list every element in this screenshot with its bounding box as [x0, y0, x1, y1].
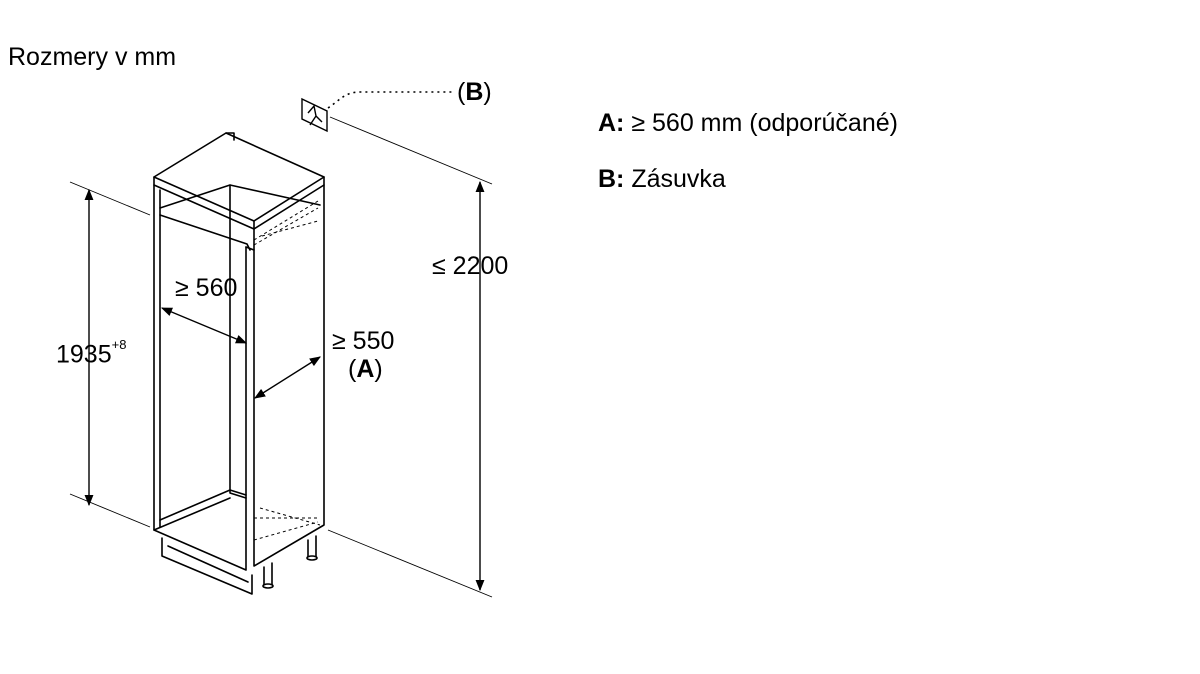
- height-niche-tolerance: +8: [111, 337, 127, 352]
- depth-side-ref-letter: A: [356, 355, 375, 383]
- height-niche-value: 1935: [56, 340, 112, 369]
- height-total-label: ≤ 2200: [432, 252, 509, 280]
- depth-niche-dim: [160, 307, 248, 344]
- cabinet-foot-back: [307, 535, 317, 558]
- depth-niche-label: ≥ 560: [175, 274, 238, 302]
- cabinet-foot-front: [263, 562, 273, 586]
- depth-side-ref: (A): [348, 355, 383, 383]
- legend-text-b: Zásuvka: [631, 165, 726, 193]
- height-niche-label: 1935+8: [56, 338, 126, 369]
- legend-item-b: B: Zásuvka: [598, 167, 726, 192]
- legend-text-a: ≥ 560 mm (odporúčané): [631, 109, 898, 137]
- socket-ref-letter: B: [465, 78, 484, 106]
- socket-leader: [327, 91, 455, 109]
- cabinet-left-panel: [153, 184, 247, 571]
- legend-item-a: A: ≥ 560 mm (odporúčané): [598, 111, 898, 136]
- legend-key-b: B:: [598, 165, 625, 193]
- diagram-title: Rozmery v mm: [8, 43, 177, 71]
- legend-key-a: A:: [598, 109, 625, 137]
- depth-side-label: ≥ 550: [332, 327, 395, 355]
- depth-side-dim: [254, 356, 321, 399]
- socket-ref-label: (B): [457, 78, 492, 106]
- cabinet-plinth: [161, 537, 253, 595]
- cabinet-top-board: [153, 132, 325, 222]
- socket-icon: [301, 97, 328, 133]
- cabinet-right-panel: [253, 184, 325, 567]
- cabinet-bottom-board: [159, 489, 247, 521]
